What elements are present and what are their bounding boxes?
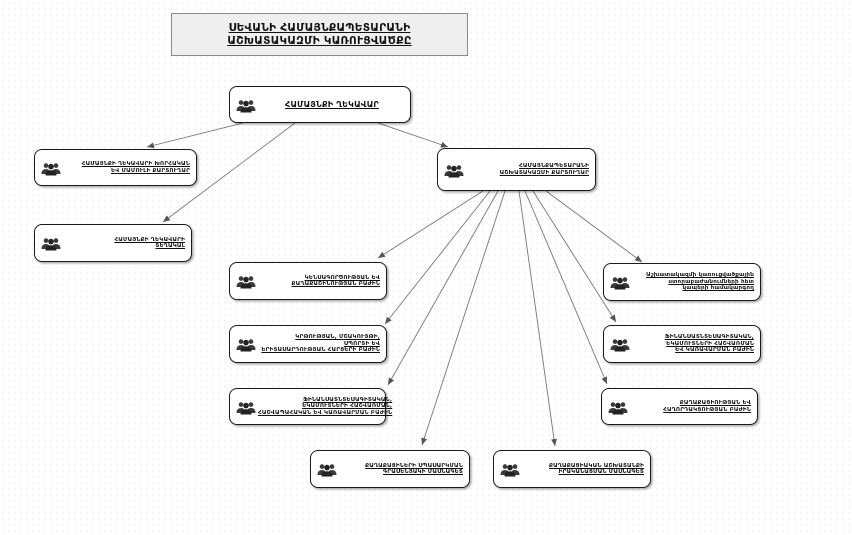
edge-head-to-advisor xyxy=(146,122,244,149)
node-label-line: ԵԿԱՄՈՒՏՆԵՐԻ ՀԱՇՎԱՌՄԱՆ, xyxy=(302,403,393,410)
node-head[interactable]: ՀԱՄԱՅՆՔԻ ՂԵԿԱՎԱՐ xyxy=(229,86,411,123)
node-label-line: ԳՐԱՍԵՆՅԱԿԻ ՄԱՍՆԱԳԵՏ xyxy=(383,469,463,475)
people-group-icon xyxy=(500,462,520,477)
people-group-icon xyxy=(608,400,628,414)
node-label-line: ՏԵՂԱԿԱԼ xyxy=(155,243,185,249)
node-label-line: ՀԱՄԱՅՆՔԻ ՂԵԿԱՎԱՐԻ xyxy=(114,236,185,243)
node-label-line: ՀԱՇՎԱՊԱՀԱԿԱՆ ԵՎ ԿԱՌԱՎԱՐՄԱՆ ԲԱԺԻՆ xyxy=(258,409,393,416)
node-label-line: ՖԻՆԱՆՍԱՏՆՏԵՍԱԳԻՏԱԿԱՆ, xyxy=(664,334,754,341)
node-label-line: ՖԻՆԱՆՍԱՏՆՏԵՍԱԳԻՏԱԿԱՆ, xyxy=(302,396,393,403)
node-label-line: ՍՊՈՐՏԻ ԵՎ xyxy=(343,340,380,347)
people-group-icon xyxy=(41,161,61,175)
edge-secretary-to-dept-6 xyxy=(545,190,643,263)
node-label-line: ԿՐԹՈՒԹՅԱՆ, ՄՇԱԿՈՒՅԹԻ, xyxy=(295,334,380,341)
title-line-1: ՍԵՎԱՆԻ ՀԱՄԱՅՆՔԱՊԵՏԱՐԱՆԻ xyxy=(228,21,411,34)
node-label-line: ստորաբաժանումների հետ xyxy=(668,278,754,285)
node-label-line: ՀԱՄԱՅՆՔԻ ՂԵԿԱՎԱՐ xyxy=(285,100,379,109)
node-label-line: ԵԿԱՄՈՒՏՆԵՐԻ ՀԱՇՎԱՌՄԱՆ xyxy=(666,340,754,347)
people-group-icon xyxy=(236,337,256,352)
node-dept-7[interactable]: ՖԻՆԱՆՍԱՏՆՏԵՍԱԳԻՏԱԿԱՆ,ԵԿԱՄՈՒՏՆԵՐԻ ՀԱՇՎԱՌՄ… xyxy=(603,325,761,363)
edge-secretary-to-dept-2 xyxy=(384,190,491,325)
people-group-icon xyxy=(610,275,630,290)
people-group-icon xyxy=(610,337,630,352)
node-label-line: ՔԱՂԱՔԱՑԻՆԵՐԻ ՍՊԱՍԱՐԿՄԱՆ xyxy=(365,462,463,469)
node-label-line: ԵՐԻՏԱՍԱՐԴՈՒԹՅԱՆ ՀԱՐՑԵՐԻ ԲԱԺԻՆ xyxy=(261,347,380,354)
node-label-line: ՔԱՂԱՔԱՇԻՆՈՒԹՅԱՆ ԲԱԺԻՆ xyxy=(291,281,380,287)
node-label-line: Աշխատակազմի կառուցվածքային xyxy=(646,272,754,279)
node-label-line: ՀԱՄԱՅՆՔԻ ՂԵԿԱՎԱՐԻ ԽՈՐՀԱԿԱՆ xyxy=(81,161,190,168)
node-label-line: ԱՇԽԱՏԱԿԱԶՄԻ ՔԱՐՏՈՒՂԱՐ xyxy=(499,169,589,176)
title-line-2: ԱՇԽԱՏԱԿԱԶՄԻ ԿԱՌՈՒՑՎԱԾՔԸ xyxy=(227,34,412,47)
node-dept-3[interactable]: ՖԻՆԱՆՍԱՏՆՏԵՍԱԳԻՏԱԿԱՆ,ԵԿԱՄՈՒՏՆԵՐԻ ՀԱՇՎԱՌՄ… xyxy=(229,388,392,425)
edge-secretary-to-dept-4 xyxy=(421,190,506,446)
edge-secretary-to-dept-1 xyxy=(377,190,484,259)
people-group-icon xyxy=(236,274,256,289)
people-group-icon xyxy=(236,98,256,112)
edge-secretary-to-dept-3 xyxy=(387,190,499,386)
node-label-line: ԵՎ ՄԱՄՈՒԼԻ ՔԱՐՏՈՒՂԱՐ xyxy=(110,167,190,174)
node-label-line: կապերի համակարգող xyxy=(682,285,754,292)
people-group-icon xyxy=(444,163,464,177)
edge-secretary-to-dept-7 xyxy=(532,190,617,323)
edge-secretary-to-dept-8 xyxy=(524,190,608,385)
node-label-line: ՔԱՂԱՔԱՑԻԱԿԱՆ ԱՇԽԱՏԱՆՔԻ xyxy=(548,462,644,469)
diagram-title: ՍԵՎԱՆԻ ՀԱՄԱՅՆՔԱՊԵՏԱՐԱՆԻ ԱՇԽԱՏԱԿԱԶՄԻ ԿԱՌՈ… xyxy=(171,13,468,56)
node-label: ՖԻՆԱՆՍԱՏՆՏԵՍԱԳԻՏԱԿԱՆ,ԵԿԱՄՈՒՏՆԵՐԻ ՀԱՇՎԱՌՄ… xyxy=(632,334,754,353)
node-label-line: ՀԱՂՈՐԴԱԿՑՈՒԹՅԱՆ ԲԱԺԻՆ xyxy=(663,406,751,413)
edge-head-to-secretary xyxy=(377,122,449,148)
node-label-line: ՔԱՂԱՔԱՑԻՈՒԹՅԱՆ ԵՎ xyxy=(679,400,751,407)
people-group-icon xyxy=(41,236,61,251)
people-group-icon xyxy=(317,462,337,477)
edge-secretary-to-dept-5 xyxy=(518,190,557,447)
edge-head-to-deputy xyxy=(162,122,296,223)
node-label-line: ԻՐԱԿԱՆԱՑՄԱՆ ՄԱՍՆԱԳԵՏ xyxy=(558,469,644,475)
node-label-line: ՀԱՄԱՅՆՔԱՊԵՏԱՐԱՆԻ xyxy=(519,163,589,170)
node-label: ՖԻՆԱՆՍԱՏՆՏԵՍԱԳԻՏԱԿԱՆ,ԵԿԱՄՈՒՏՆԵՐԻ ՀԱՇՎԱՌՄ… xyxy=(258,397,392,416)
node-label-line: ԵՎ ԿԱՌԱՎԱՐՄԱՆ ԲԱԺԻՆ xyxy=(675,347,754,354)
people-group-icon xyxy=(236,400,256,414)
node-label: ՀԱՄԱՅՆՔԻ ՂԵԿԱՎԱՐ xyxy=(260,100,404,109)
node-label-line: ԿԵՆՍԱԳՈՐԾՈՒԹՅԱՆ ԵՎ xyxy=(304,274,380,281)
